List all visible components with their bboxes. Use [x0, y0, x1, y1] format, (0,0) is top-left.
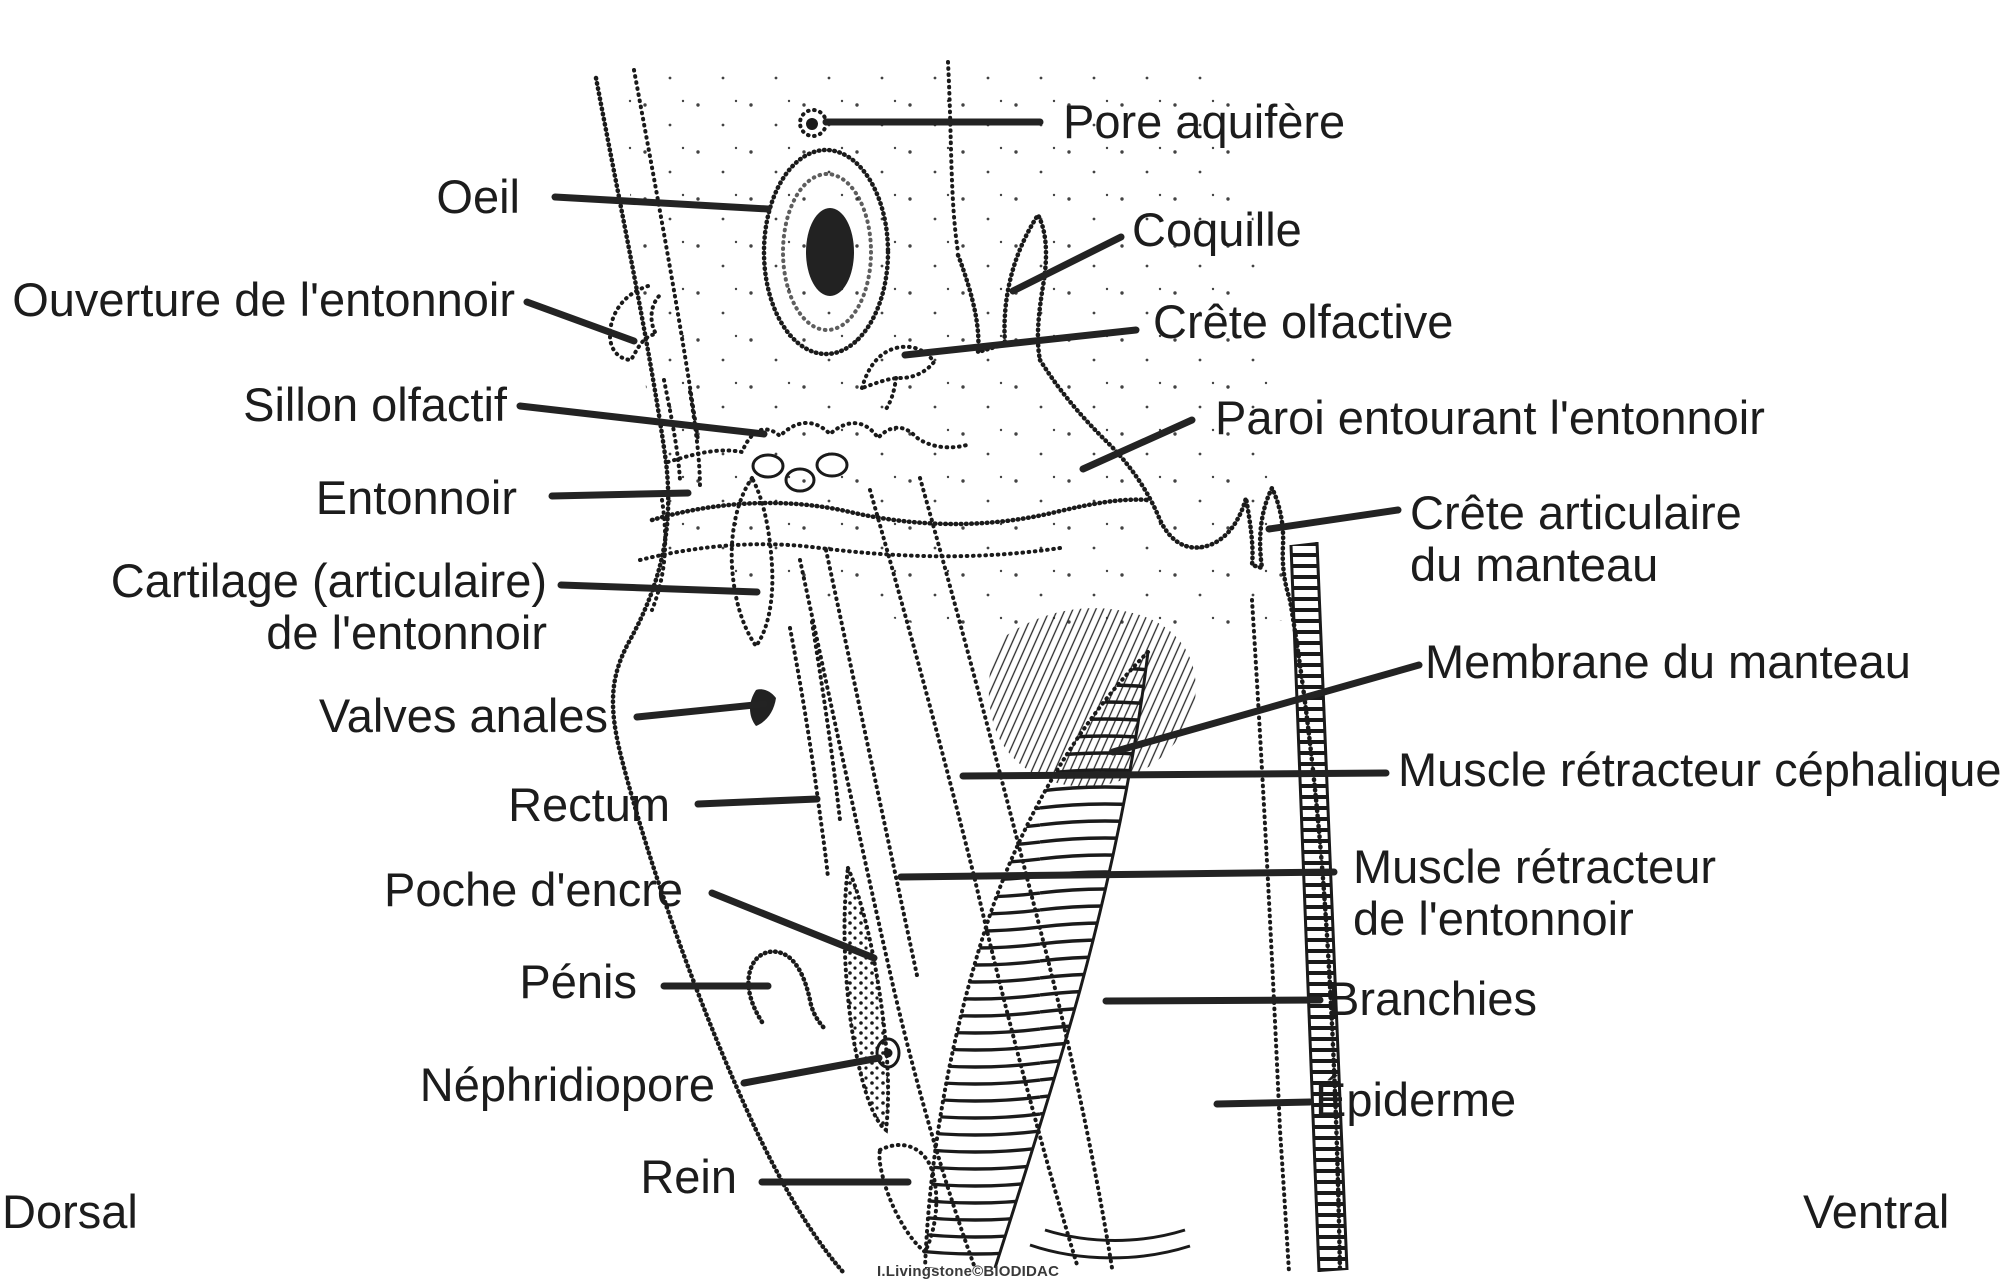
- funnel-tube-line-1: [662, 378, 682, 482]
- label-coquille: Coquille: [1132, 203, 1302, 256]
- leader-cartilage: [557, 581, 761, 596]
- label-crete-olfactive: Crête olfactive: [1153, 295, 1454, 348]
- eye-illustration: [761, 147, 891, 357]
- eye-outer-ring: [761, 147, 891, 357]
- label-ventral: Ventral: [1803, 1185, 1950, 1238]
- gill-left-envelope: [923, 650, 1150, 1270]
- label-pore-aquifere: Pore aquifère: [1063, 95, 1346, 148]
- label-valves-anales: Valves anales: [318, 689, 608, 742]
- gill-spine: [993, 651, 1150, 1269]
- label-oeil: Oeil: [436, 170, 520, 223]
- leader-muscle-entonnoir: [897, 868, 1338, 881]
- label-branchies: Branchies: [1328, 972, 1537, 1025]
- label-penis: Pénis: [519, 955, 637, 1008]
- coquille-shape: [955, 210, 1049, 363]
- label-line: de l'entonnoir: [1353, 892, 1634, 945]
- olfactory-crest-shape: [859, 344, 937, 392]
- figure-credit: I.Livingstone©BIODIDAC: [877, 1263, 1060, 1280]
- leader-crete-articulaire: [1265, 506, 1402, 533]
- nephridiopore-shape: [875, 1037, 901, 1069]
- label-nephridiopore: Néphridiopore: [419, 1058, 715, 1111]
- label-sillon-olfactif: Sillon olfactif: [243, 378, 507, 431]
- label-line: de l'entonnoir: [266, 606, 547, 659]
- collar-mid-line: [649, 497, 1151, 527]
- mantle-bottom-curve-2: [1044, 1228, 1186, 1242]
- olfactory-crest-stem: [882, 376, 898, 414]
- right-top-edge: [946, 60, 960, 254]
- label-paroi-entourant-entonnoir: Paroi entourant l'entonnoir: [1215, 391, 1765, 444]
- leader-valves: [633, 700, 768, 721]
- label-dorsal: Dorsal: [2, 1185, 138, 1238]
- leader-nephridiopore: [740, 1054, 883, 1087]
- epidermis-strip: [1289, 541, 1349, 1273]
- leader-coquille: [1009, 233, 1125, 295]
- leader-poche: [708, 889, 878, 962]
- rectum-tube-right: [810, 620, 842, 822]
- collar-top-wave: [666, 421, 972, 464]
- leader-paroi: [1079, 416, 1196, 473]
- cephalic-retractor-left-edge: [868, 488, 1080, 1270]
- label-crete-articulaire-du-manteau: Crête articulaire du manteau: [1410, 487, 1742, 591]
- label-cartilage-entonnoir: Cartilage (articulaire) de l'entonnoir: [111, 555, 547, 659]
- label-ouverture-entonnoir: Ouverture de l'entonnoir: [12, 273, 515, 326]
- label-muscle-retracteur-entonnoir: Muscle rétracteur de l'entonnoir: [1353, 841, 1716, 945]
- label-rein: Rein: [640, 1150, 737, 1203]
- label-line: du manteau: [1410, 538, 1659, 591]
- label-membrane-du-manteau: Membrane du manteau: [1425, 635, 1911, 688]
- label-poche-encre: Poche d'encre: [383, 863, 683, 916]
- kidney-shape: [877, 1143, 939, 1256]
- funnel-tube-line-3: [650, 498, 668, 612]
- funnel-cartilage-shape: [729, 474, 775, 650]
- leader-branchies: [1102, 996, 1324, 1005]
- leader-membrane: [1109, 661, 1423, 756]
- label-epiderme: Épiderme: [1315, 1073, 1517, 1126]
- leader-sillon: [516, 402, 768, 438]
- leader-entonnoir: [548, 489, 692, 500]
- leader-lines: [516, 118, 1423, 1186]
- leader-crete-olfactive: [901, 326, 1140, 359]
- pore-center: [806, 118, 818, 130]
- leader-muscle-cephalique: [959, 769, 1390, 780]
- label-rectum: Rectum: [508, 778, 670, 831]
- funnel-tube-line-2: [688, 390, 702, 492]
- leader-ouverture: [523, 298, 638, 345]
- eye-pupil: [806, 208, 854, 296]
- leader-oeil: [551, 193, 772, 213]
- rectum-tube-left: [788, 626, 830, 880]
- label-line: Cartilage (articulaire): [110, 554, 547, 607]
- label-line: Muscle rétracteur: [1353, 840, 1717, 893]
- label-line: Crête articulaire: [1410, 486, 1742, 539]
- head-left-edge: [593, 75, 846, 1275]
- label-muscle-retracteur-cephalique: Muscle rétracteur céphalique: [1398, 743, 2000, 796]
- leader-epiderme: [1213, 1098, 1314, 1108]
- collar-lower-line: [638, 542, 1062, 562]
- eye-inner-ring: [781, 172, 873, 332]
- mantle-bottom-curve-1: [1029, 1243, 1191, 1260]
- anal-valves-shape: [750, 689, 776, 726]
- ink-sac-shape: [842, 860, 891, 1134]
- leader-rectum: [694, 795, 821, 808]
- funnel-organ-rings: [751, 452, 849, 493]
- head-left-inner-edge: [632, 68, 700, 442]
- penis-shape: [746, 949, 829, 1033]
- mantle-inner-line: [1250, 598, 1291, 1274]
- label-entonnoir: Entonnoir: [315, 471, 517, 524]
